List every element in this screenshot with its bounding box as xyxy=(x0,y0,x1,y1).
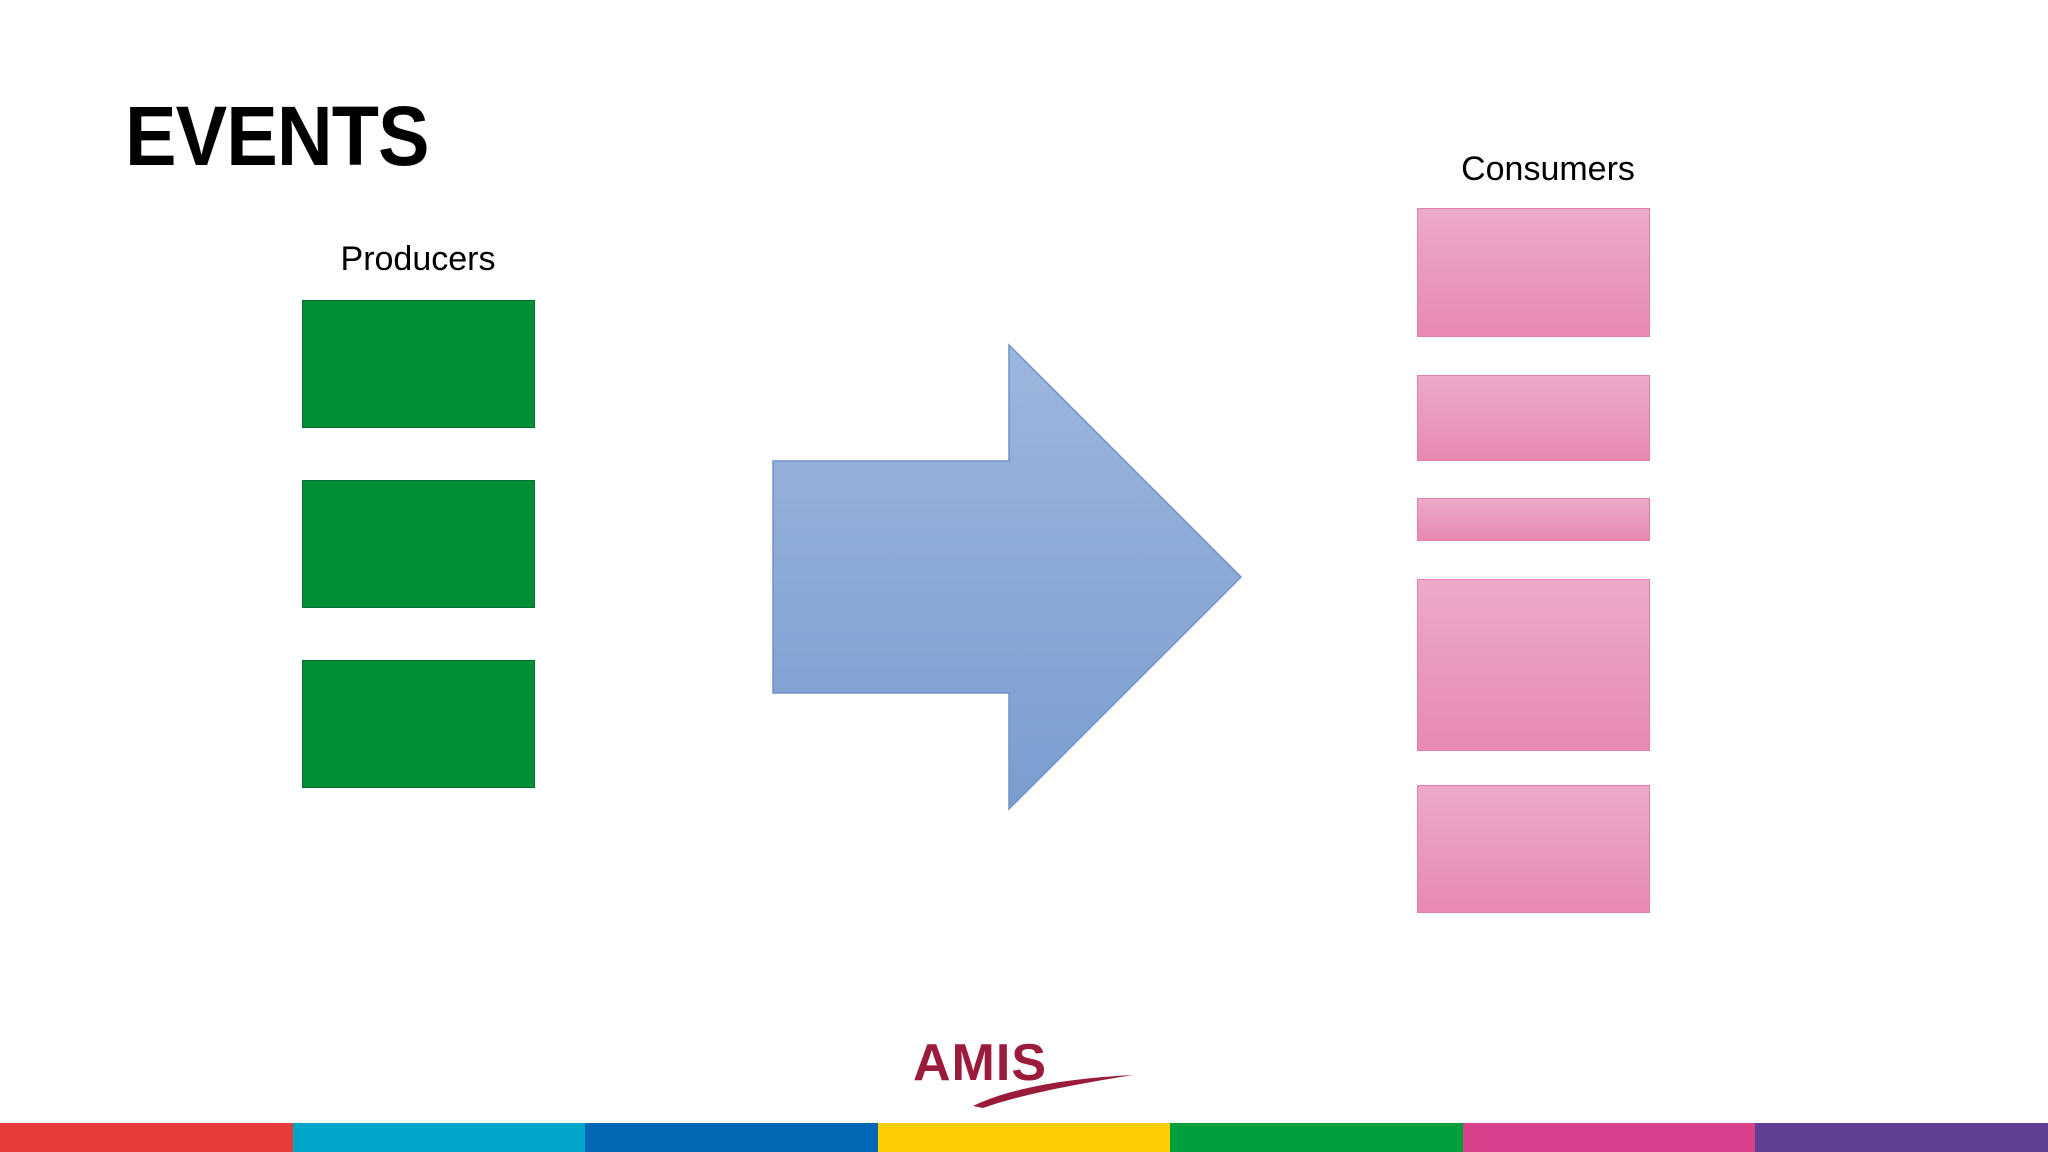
footer-color-segment xyxy=(1755,1123,2048,1152)
footer-color-segment xyxy=(1462,1123,1756,1152)
amis-logo-text: AMIS xyxy=(913,1034,1047,1092)
footer-color-segment xyxy=(292,1123,586,1152)
logo-swoosh-icon xyxy=(973,1075,1133,1108)
footer-color-segment xyxy=(877,1123,1171,1152)
producer-box xyxy=(302,300,535,428)
amis-logo: AMIS xyxy=(913,1034,1133,1108)
consumer-box xyxy=(1417,208,1650,337)
consumer-box xyxy=(1417,498,1650,541)
consumer-box xyxy=(1417,375,1650,461)
slide-title: EVENTS xyxy=(125,89,430,183)
producers-label: Producers xyxy=(340,240,496,278)
consumers-label: Consumers xyxy=(1461,150,1635,188)
consumer-box xyxy=(1417,579,1650,751)
footer-color-segment xyxy=(0,1123,293,1152)
producer-box xyxy=(302,660,535,788)
footer-color-segment xyxy=(585,1123,878,1152)
footer-color-bar xyxy=(0,1123,2048,1152)
consumer-box xyxy=(1417,785,1650,913)
producer-box xyxy=(302,480,535,608)
footer-color-segment xyxy=(1170,1123,1463,1152)
